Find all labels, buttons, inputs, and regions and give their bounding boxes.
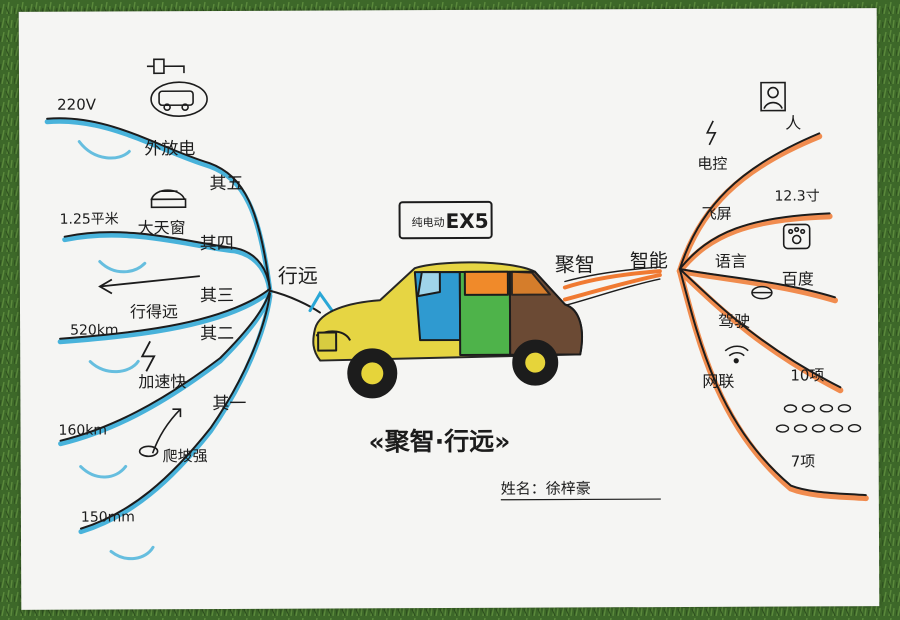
right-4-topic: 驾驶 bbox=[718, 312, 750, 331]
right-5-topic: 网联 bbox=[702, 372, 734, 391]
right-5-value: 7项 bbox=[791, 452, 816, 470]
paper-sheet: 纯电动 EX5 行远 聚智 智能 220V 外放电 其五 1.25平米 大天窗 … bbox=[18, 8, 880, 610]
right-4-value: 10项 bbox=[790, 366, 824, 384]
model-badge: 纯电动 EX5 bbox=[398, 200, 493, 240]
mind-map: 纯电动 EX5 行远 聚智 智能 220V 外放电 其五 1.25平米 大天窗 … bbox=[44, 58, 869, 561]
badge-model: EX5 bbox=[446, 209, 489, 233]
branch-2-value: 160km bbox=[58, 422, 107, 438]
right-3-topic: 语言 bbox=[715, 252, 747, 271]
branch-3-name: 其三 bbox=[200, 286, 234, 306]
center-label-left: 行远 bbox=[278, 264, 318, 288]
arrow-left-icon bbox=[98, 275, 200, 295]
branch-4-topic: 大天窗 bbox=[138, 218, 186, 237]
car-drawing bbox=[312, 261, 583, 399]
lightning-icon bbox=[140, 340, 156, 372]
branch-5-topic: 外放电 bbox=[144, 139, 195, 159]
center-label-right-2: 智能 bbox=[630, 250, 668, 272]
branch-3-topic: 行得远 bbox=[130, 302, 178, 321]
left-branches bbox=[44, 117, 334, 561]
right-labels: 电控 人 飞屏 12.3寸 语言 百度 驾驶 10项 网联 7项 bbox=[697, 113, 824, 470]
right-1-value: 人 bbox=[785, 113, 801, 132]
branch-5-value: 220V bbox=[57, 96, 97, 114]
author-name: 姓名：徐梓豪 bbox=[501, 479, 591, 497]
branch-1-topic: 爬坡强 bbox=[163, 447, 208, 465]
dots-grid-icon bbox=[775, 404, 862, 433]
left-labels: 220V 外放电 其五 1.25平米 大天窗 其四 其三 行得远 520km 其… bbox=[57, 96, 246, 526]
branch-2-name: 其二 bbox=[200, 324, 234, 344]
branch-5-name: 其五 bbox=[209, 174, 243, 194]
center-label-right-1: 聚智 bbox=[555, 252, 595, 276]
plug-van-icon bbox=[146, 58, 208, 117]
right-2-value: 12.3寸 bbox=[774, 188, 819, 204]
power-icon bbox=[705, 120, 717, 146]
branch-1-value: 150mm bbox=[81, 509, 135, 525]
branch-4-value: 1.25平米 bbox=[60, 211, 119, 227]
right-branches bbox=[562, 132, 869, 502]
slope-icon bbox=[138, 408, 182, 458]
paw-icon bbox=[782, 223, 811, 250]
right-2-topic: 飞屏 bbox=[702, 205, 732, 223]
badge-prefix: 纯电动 bbox=[412, 216, 445, 229]
map-title: «聚智·行远» bbox=[369, 427, 511, 457]
sunroof-car-icon bbox=[150, 189, 187, 209]
branch-1-name: 其一 bbox=[212, 394, 246, 414]
person-icon bbox=[760, 81, 786, 112]
branch-3-value: 520km bbox=[70, 322, 119, 338]
steering-icon bbox=[751, 285, 773, 300]
branch-2-topic: 加速快 bbox=[138, 372, 186, 391]
right-1-topic: 电控 bbox=[697, 155, 727, 173]
wifi-icon bbox=[724, 345, 749, 364]
author-underline bbox=[500, 498, 661, 501]
right-3-value: 百度 bbox=[782, 269, 814, 288]
branch-4-name: 其四 bbox=[200, 234, 234, 254]
